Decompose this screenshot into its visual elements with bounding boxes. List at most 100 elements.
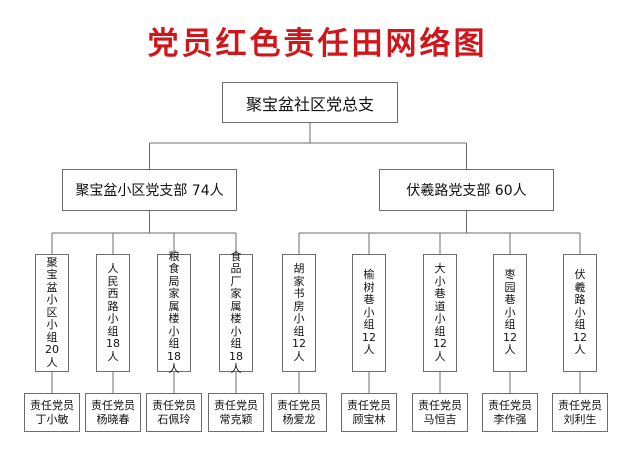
group-count-unit: 人 (230, 362, 242, 375)
group-name-char: 组 (293, 324, 305, 338)
group-name-char: 组 (504, 318, 516, 332)
page-title: 党员红色责任田网络图 (147, 26, 488, 62)
leader-name: 马恒吉 (423, 412, 457, 426)
group-name-char: 聚 (46, 255, 58, 269)
group-member-count: 18 (229, 349, 243, 363)
group-name-char: 小 (293, 312, 305, 325)
group-name: 人民西路小组 (107, 262, 119, 338)
group-name-char: 榆 (363, 268, 375, 282)
group-name-char: 胡 (293, 262, 305, 275)
group-count-unit: 人 (574, 343, 586, 357)
group-name-char: 组 (107, 324, 119, 338)
group-name-char: 小 (230, 324, 242, 338)
group-name-char: 西 (107, 287, 119, 300)
group-name-char: 人 (107, 262, 119, 275)
group-name-char: 巷 (434, 287, 446, 300)
group-name-char: 属 (168, 299, 180, 313)
group-name-char: 羲 (574, 280, 586, 294)
group-name-char: 组 (230, 337, 242, 350)
group-name-char: 路 (107, 299, 119, 313)
group-name-char: 小 (107, 312, 119, 325)
group-name-char: 小 (363, 305, 375, 319)
group-name-char: 小 (574, 305, 586, 319)
leader-role: 责任党员 (488, 398, 532, 412)
group-name-char: 枣 (504, 268, 516, 282)
root-node: 聚宝盆社区党总支 (222, 82, 398, 123)
group-member-count: 18 (106, 337, 120, 350)
group-name-char: 宝 (46, 268, 58, 282)
leader-name: 杨晓春 (96, 412, 130, 426)
leader-box: 责任党员马恒吉 (412, 393, 468, 432)
leader-name: 顾宝林 (352, 412, 386, 426)
group-name-char: 家 (168, 287, 180, 300)
leader-box: 责任党员刘利生 (552, 393, 608, 432)
group-count-unit: 人 (107, 349, 119, 363)
group-name-char: 巷 (363, 293, 375, 307)
group-member-count: 18 (167, 349, 181, 363)
group-name-char: 组 (168, 337, 180, 350)
group-count-unit: 人 (168, 362, 180, 375)
leader-role: 责任党员 (347, 398, 391, 412)
group-name-char: 区 (46, 305, 58, 319)
group-count-unit: 人 (434, 349, 446, 363)
group-member-count: 12 (292, 337, 306, 350)
leader-box: 责任党员杨晓春 (85, 393, 141, 432)
group-member-count: 12 (573, 330, 587, 344)
group-name-char: 小 (434, 312, 446, 325)
group-name-char: 粮 (168, 249, 180, 263)
group-name-char: 组 (574, 318, 586, 332)
group-name-char: 食 (168, 262, 180, 275)
group-name-char: 书 (293, 287, 305, 300)
group-name-char: 家 (293, 274, 305, 288)
group-name-char: 小 (504, 305, 516, 319)
group-member-count: 12 (433, 337, 447, 350)
group-name-char: 树 (363, 280, 375, 294)
group-name-char: 路 (574, 293, 586, 307)
group-name-char: 组 (434, 324, 446, 338)
group-name: 胡家书房小组 (293, 262, 305, 338)
leader-name: 丁小敏 (35, 412, 69, 426)
leader-box: 责任党员常克颖 (208, 393, 264, 432)
group-name-char: 属 (230, 299, 242, 313)
group-name-char: 民 (107, 274, 119, 288)
group-name-char: 品 (230, 262, 242, 275)
group-name: 粮食局家属楼小组 (168, 249, 180, 351)
group-name-char: 伏 (574, 268, 586, 282)
group-name-char: 小 (168, 324, 180, 338)
group-name-char: 楼 (168, 312, 180, 325)
group-name: 大小巷道小组 (434, 262, 446, 338)
group-name: 伏羲路小组 (575, 269, 586, 332)
group-name-char: 大 (434, 262, 446, 275)
group-name-char: 局 (168, 274, 180, 288)
leader-name: 刘利生 (563, 412, 597, 426)
leader-role: 责任党员 (91, 398, 135, 412)
group-member-count: 12 (503, 330, 517, 344)
group-name-char: 园 (504, 280, 516, 294)
leader-box: 责任党员丁小敏 (24, 393, 80, 432)
leader-name: 常克颖 (219, 412, 253, 426)
leader-role: 责任党员 (277, 398, 321, 412)
branch-node: 伏羲路党支部 60人 (379, 169, 554, 211)
group-name: 榆树巷小组 (364, 269, 375, 332)
group-count-unit: 人 (293, 349, 305, 363)
group-name-char: 小 (434, 274, 446, 288)
leader-box: 责任党员杨爱龙 (271, 393, 327, 432)
group-name-char: 组 (46, 330, 58, 344)
group-name-char: 小 (46, 293, 58, 307)
leader-box: 责任党员李作强 (482, 393, 538, 432)
group-name-char: 盆 (46, 280, 58, 294)
branch-node: 聚宝盆小区党支部 74人 (62, 169, 237, 211)
group-count-unit: 人 (46, 355, 58, 369)
group-name-char: 小 (46, 318, 58, 332)
leader-box: 责任党员石佩玲 (146, 393, 202, 432)
leader-role: 责任党员 (152, 398, 196, 412)
group-count-unit: 人 (363, 343, 375, 357)
